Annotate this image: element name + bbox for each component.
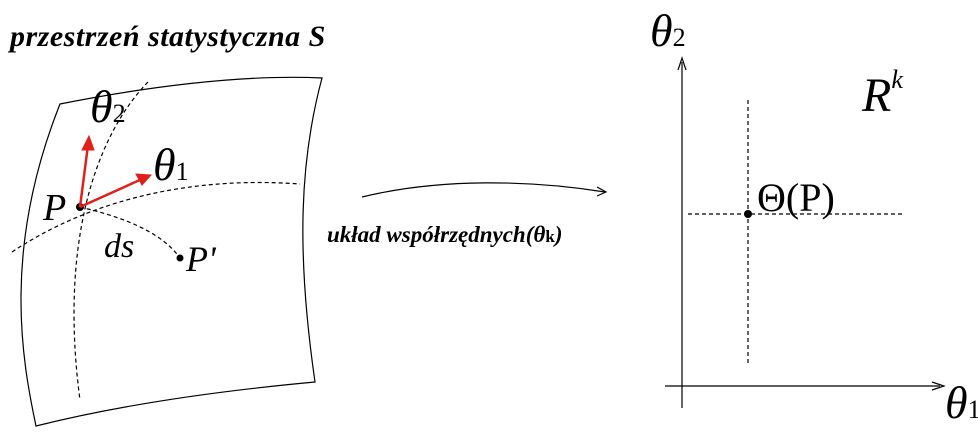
geodesic-curve-ds bbox=[79, 206, 181, 259]
y-axis-label: θ2 bbox=[650, 8, 686, 54]
coordinate-curve-theta2 bbox=[73, 81, 149, 401]
x-axis-symbol: θ bbox=[945, 377, 968, 428]
tangent-vectors bbox=[78, 134, 153, 209]
y-axis-arrowhead bbox=[677, 56, 687, 71]
x-axis-arrowhead bbox=[931, 381, 946, 391]
coordinate-system-text: układ współrzędnych bbox=[327, 222, 526, 247]
coordinate-system-label: układ współrzędnych(θk) bbox=[327, 222, 563, 248]
theta-P-label: Θ(P) bbox=[757, 175, 835, 220]
space-exponent: k bbox=[891, 65, 903, 94]
paren-close: ) bbox=[554, 222, 563, 247]
space-name: R bbox=[862, 69, 892, 122]
theta2-vector-label: θ2 bbox=[90, 84, 126, 130]
x-axis-subscript: 1 bbox=[967, 395, 978, 424]
theta1-symbol: θ bbox=[153, 139, 176, 190]
x-axis-label: θ1 bbox=[945, 380, 978, 426]
mapping-arrow-head bbox=[596, 186, 608, 197]
statistical-space-title: przestrzeń statystyczna S bbox=[10, 20, 326, 53]
theta1-vector-label: θ1 bbox=[153, 142, 189, 188]
point-P-prime bbox=[176, 254, 184, 262]
theta-k-symbol: θ bbox=[533, 222, 546, 247]
y-axis-symbol: θ bbox=[650, 5, 673, 56]
point-theta-P bbox=[744, 210, 752, 218]
theta-k-subscript: k bbox=[545, 227, 555, 246]
point-P-label: P bbox=[43, 187, 67, 229]
ds-label: ds bbox=[104, 228, 135, 265]
theta2-symbol: θ bbox=[90, 81, 113, 132]
paren-open: ( bbox=[525, 222, 534, 247]
coordinate-curve-theta1 bbox=[11, 181, 301, 253]
point-P-prime-label: P' bbox=[186, 239, 216, 279]
y-axis-subscript: 2 bbox=[672, 23, 686, 52]
manifold-surface bbox=[20, 76, 323, 427]
theta1-subscript: 1 bbox=[175, 157, 189, 186]
mapping-arrow bbox=[361, 182, 606, 198]
space-Rk-label: Rk bbox=[862, 65, 903, 123]
theta2-subscript: 2 bbox=[112, 99, 126, 128]
